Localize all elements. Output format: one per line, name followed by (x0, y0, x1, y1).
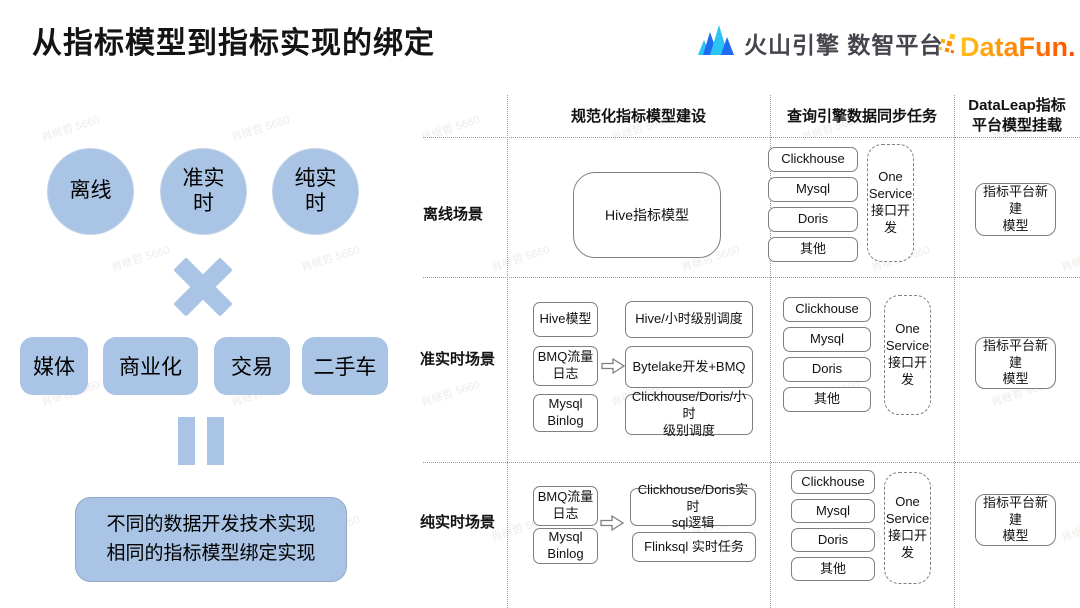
engine-box: Mysql (783, 327, 871, 352)
col-header-dataleap-mount: DataLeap指标 平台模型挂载 (968, 97, 1066, 135)
dev-box: Flinksql 实时任务 (632, 532, 756, 562)
engine-box: 其他 (783, 387, 871, 412)
flow-arrow-icon (601, 357, 626, 380)
col-header-sync-task: 查询引擎数据同步任务 (786, 108, 937, 125)
grid-vline-2 (770, 95, 771, 608)
mount-box: 指标平台新建 模型 (975, 183, 1056, 236)
engine-box: Doris (768, 207, 858, 232)
page-title: 从指标模型到指标实现的绑定 (32, 27, 435, 60)
source-box: Mysql Binlog (533, 528, 598, 564)
row-label-pure-realtime: 纯实时场景 (420, 514, 496, 531)
volcano-logo-text: 火山引擎 数智平台 (744, 31, 944, 58)
grid-vline-3 (954, 95, 955, 608)
watermark-text: 肖继哲 5660 (419, 378, 482, 410)
source-box: BMQ流量 日志 (533, 486, 598, 526)
engine-box: Clickhouse (783, 297, 871, 322)
engine-box: Clickhouse (768, 147, 858, 172)
source-box: Hive模型 (533, 302, 598, 337)
datafun-logo-text: DataFun. (960, 32, 1076, 62)
watermark-text: 肖继哲 5660 (229, 113, 292, 145)
grid-hline-2 (423, 277, 1080, 278)
col-header-model-build: 规范化指标模型建设 (570, 108, 706, 125)
watermark-text: 肖继哲 5660 (109, 243, 172, 275)
engine-box: 其他 (768, 237, 858, 262)
engine-box: Mysql (791, 499, 875, 523)
watermark-text: 肖继哲 5660 (39, 113, 102, 145)
watermark-text: 肖继哲 5660 (299, 243, 362, 275)
watermark-text: 肖继哲 5660 (1059, 244, 1080, 275)
mount-box: 指标平台新建 模型 (975, 337, 1056, 389)
grid-vline-1 (507, 95, 508, 608)
engine-box: Doris (783, 357, 871, 382)
one-service-box: One Service 接口开 发 (884, 472, 931, 584)
flow-arrow-icon (600, 514, 625, 537)
datafun-dots-icon (938, 28, 958, 63)
one-service-box: One Service 接口开 发 (867, 144, 914, 262)
dev-box: Bytelake开发+BMQ (625, 346, 753, 388)
engine-box: Doris (791, 528, 875, 552)
watermark-text: 肖继哲 5660 (489, 243, 552, 275)
row-label-offline: 离线场景 (423, 206, 484, 223)
source-box: Mysql Binlog (533, 394, 598, 432)
dev-box: Clickhouse/Doris/小时 级别调度 (625, 389, 753, 438)
grid-hline-1 (423, 137, 1080, 138)
equals-icon (178, 417, 226, 465)
domain-transaction: 交易 (214, 337, 290, 395)
watermark-text: 肖继哲 5660 (419, 113, 482, 145)
one-service-box: One Service 接口开 发 (884, 295, 931, 415)
domain-media: 媒体 (20, 337, 88, 395)
row-label-near-realtime: 准实时场景 (420, 351, 496, 368)
circle-near-realtime: 准实 时 (160, 148, 247, 235)
circle-offline: 离线 (47, 148, 134, 235)
mount-box: 指标平台新建 模型 (975, 494, 1056, 546)
conclusion-box: 不同的数据开发技术实现 相同的指标模型绑定实现 (75, 497, 347, 582)
engine-box: 其他 (791, 557, 875, 581)
circle-pure-realtime: 纯实 时 (272, 148, 359, 235)
volcano-engine-logo: 火山引擎 数智平台 (698, 22, 943, 63)
grid-hline-3 (423, 462, 1080, 463)
mountain-icon (698, 22, 734, 63)
box-hive-metric-model: Hive指标模型 (573, 172, 721, 258)
datafun-logo: DataFun. (938, 28, 1076, 63)
engine-box: Clickhouse (791, 470, 875, 494)
domain-commercial: 商业化 (103, 337, 198, 395)
multiply-icon (172, 256, 234, 318)
watermark-text: 肖继哲 5660 (1059, 514, 1080, 545)
dev-box: Clickhouse/Doris实时 sql逻辑 (630, 482, 756, 530)
dev-box: Hive/小时级别调度 (625, 301, 753, 338)
domain-used-car: 二手车 (302, 337, 388, 395)
source-box: BMQ流量 日志 (533, 346, 598, 386)
engine-box: Mysql (768, 177, 858, 202)
